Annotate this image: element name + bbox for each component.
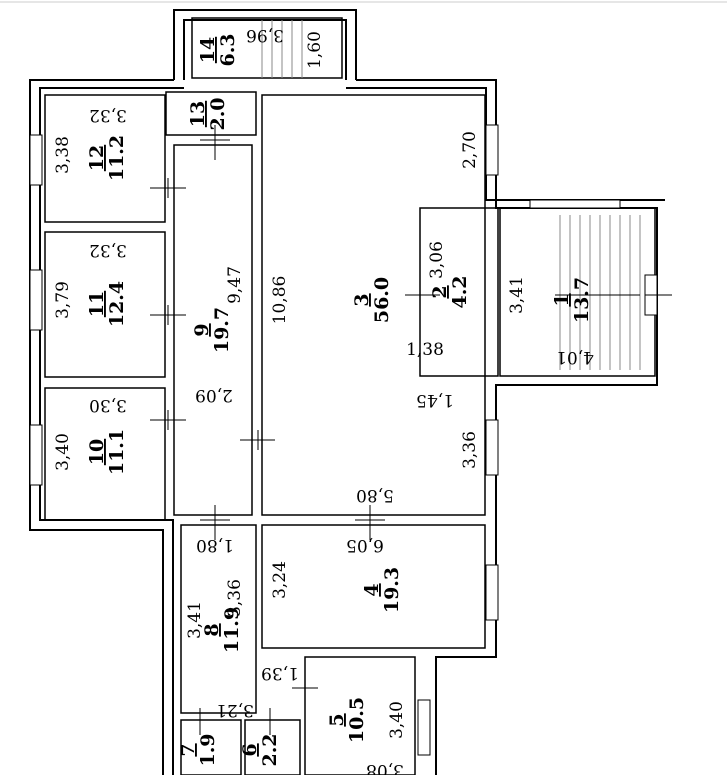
dimension-label: 1,45 (416, 390, 454, 410)
dimension-label: 3,32 (89, 105, 127, 125)
room-label-3: 356.0 (351, 277, 393, 323)
dimension-label: 1,39 (261, 663, 299, 683)
room-4-outline (261, 524, 486, 649)
room-5-outline (304, 656, 416, 775)
dimension-label: 3,38 (53, 136, 73, 174)
room-area: 1.9 (197, 733, 219, 766)
dimension-label: 3,36 (460, 431, 480, 469)
room-area: 4.2 (449, 275, 471, 308)
room-number: 5 (326, 713, 348, 726)
room-area: 11.2 (106, 135, 128, 181)
room-number: 6 (239, 743, 261, 756)
room-area: 19.7 (211, 307, 233, 353)
dimension-label: 3,08 (366, 760, 404, 775)
room-number: 3 (351, 293, 373, 306)
dimension-label: 6,05 (346, 535, 384, 555)
room-6-outline (244, 719, 301, 775)
dimension-label: 3,30 (89, 395, 127, 415)
room-number: 8 (201, 623, 223, 636)
room-area: 6.3 (217, 33, 239, 66)
door-marks (150, 125, 672, 735)
room-number: 10 (86, 439, 108, 465)
room-area: 11.9 (221, 607, 243, 653)
room-area: 11.1 (106, 429, 128, 475)
room-label-2: 24.2 (429, 275, 471, 308)
dimension-label: 3,41 (185, 601, 205, 639)
dimension-label: 2,70 (460, 131, 480, 169)
room-area: 19.3 (381, 567, 403, 613)
room-14-outline (191, 17, 343, 79)
room-9-outline (173, 144, 253, 516)
room-label-8: 811.9 (201, 607, 243, 653)
room-3-outline (261, 94, 486, 516)
room-label-4: 419.3 (361, 567, 403, 613)
room-number: 1 (551, 293, 573, 306)
room-area: 13.7 (571, 277, 593, 323)
room-label-14: 146.3 (197, 33, 239, 66)
room-area: 56.0 (371, 277, 393, 323)
room-number: 12 (86, 145, 108, 171)
dimension-label: 3,96 (246, 25, 284, 45)
room-outlines (44, 17, 656, 775)
room-number: 13 (187, 101, 209, 127)
dimension-label: 1,60 (305, 31, 325, 69)
dimension-label: 4,01 (556, 347, 594, 367)
room-11-outline (44, 231, 166, 378)
room-label-6: 62.2 (239, 733, 281, 766)
room-label-7: 71.9 (177, 733, 219, 766)
dimension-label: 10,86 (270, 276, 290, 325)
room-8-outline (180, 524, 257, 714)
dimension-label: 3,79 (53, 281, 73, 319)
room-label-9: 919.7 (191, 307, 233, 353)
room-label-1: 113.7 (551, 277, 593, 323)
room-area: 2.0 (207, 97, 229, 130)
dimension-label: 3,06 (427, 241, 447, 279)
dimension-label: 1,38 (406, 340, 444, 360)
dimension-label: 3,21 (216, 700, 254, 720)
room-number: 14 (197, 37, 219, 63)
room-area: 10.5 (346, 697, 368, 743)
staircases (261, 20, 641, 370)
room-number: 2 (429, 285, 451, 298)
dimension-label: 3,40 (387, 701, 407, 739)
dimension-label: 3,32 (89, 240, 127, 260)
dimension-label: 3,41 (507, 276, 527, 314)
outer-walls (29, 9, 665, 775)
dimension-label: 3,24 (270, 561, 290, 599)
room-label-5: 510.5 (326, 697, 368, 743)
room-label-13: 132.0 (187, 97, 229, 130)
dimension-label: 9,47 (225, 266, 245, 304)
room-number: 9 (191, 323, 213, 336)
room-area: 12.4 (106, 281, 128, 327)
room-area: 2.2 (259, 733, 281, 766)
room-13-outline (165, 91, 257, 136)
dimension-label: 1,80 (196, 535, 234, 555)
dimension-label: 2,09 (195, 385, 233, 405)
room-number: 4 (361, 583, 383, 596)
room-number: 7 (177, 743, 199, 756)
room-10-outline (44, 387, 166, 521)
dimension-label: 3,36 (225, 579, 245, 617)
room-number: 11 (86, 291, 108, 317)
dimension-label: 5,80 (356, 485, 394, 505)
room-12-outline (44, 94, 166, 223)
dimension-label: 3,40 (53, 433, 73, 471)
dimension-labels: 3,96 1,60 3,32 3,38 3,32 3,79 3,30 3,40 9,47 2,09… (53, 25, 594, 775)
room-7-outline (180, 719, 242, 775)
